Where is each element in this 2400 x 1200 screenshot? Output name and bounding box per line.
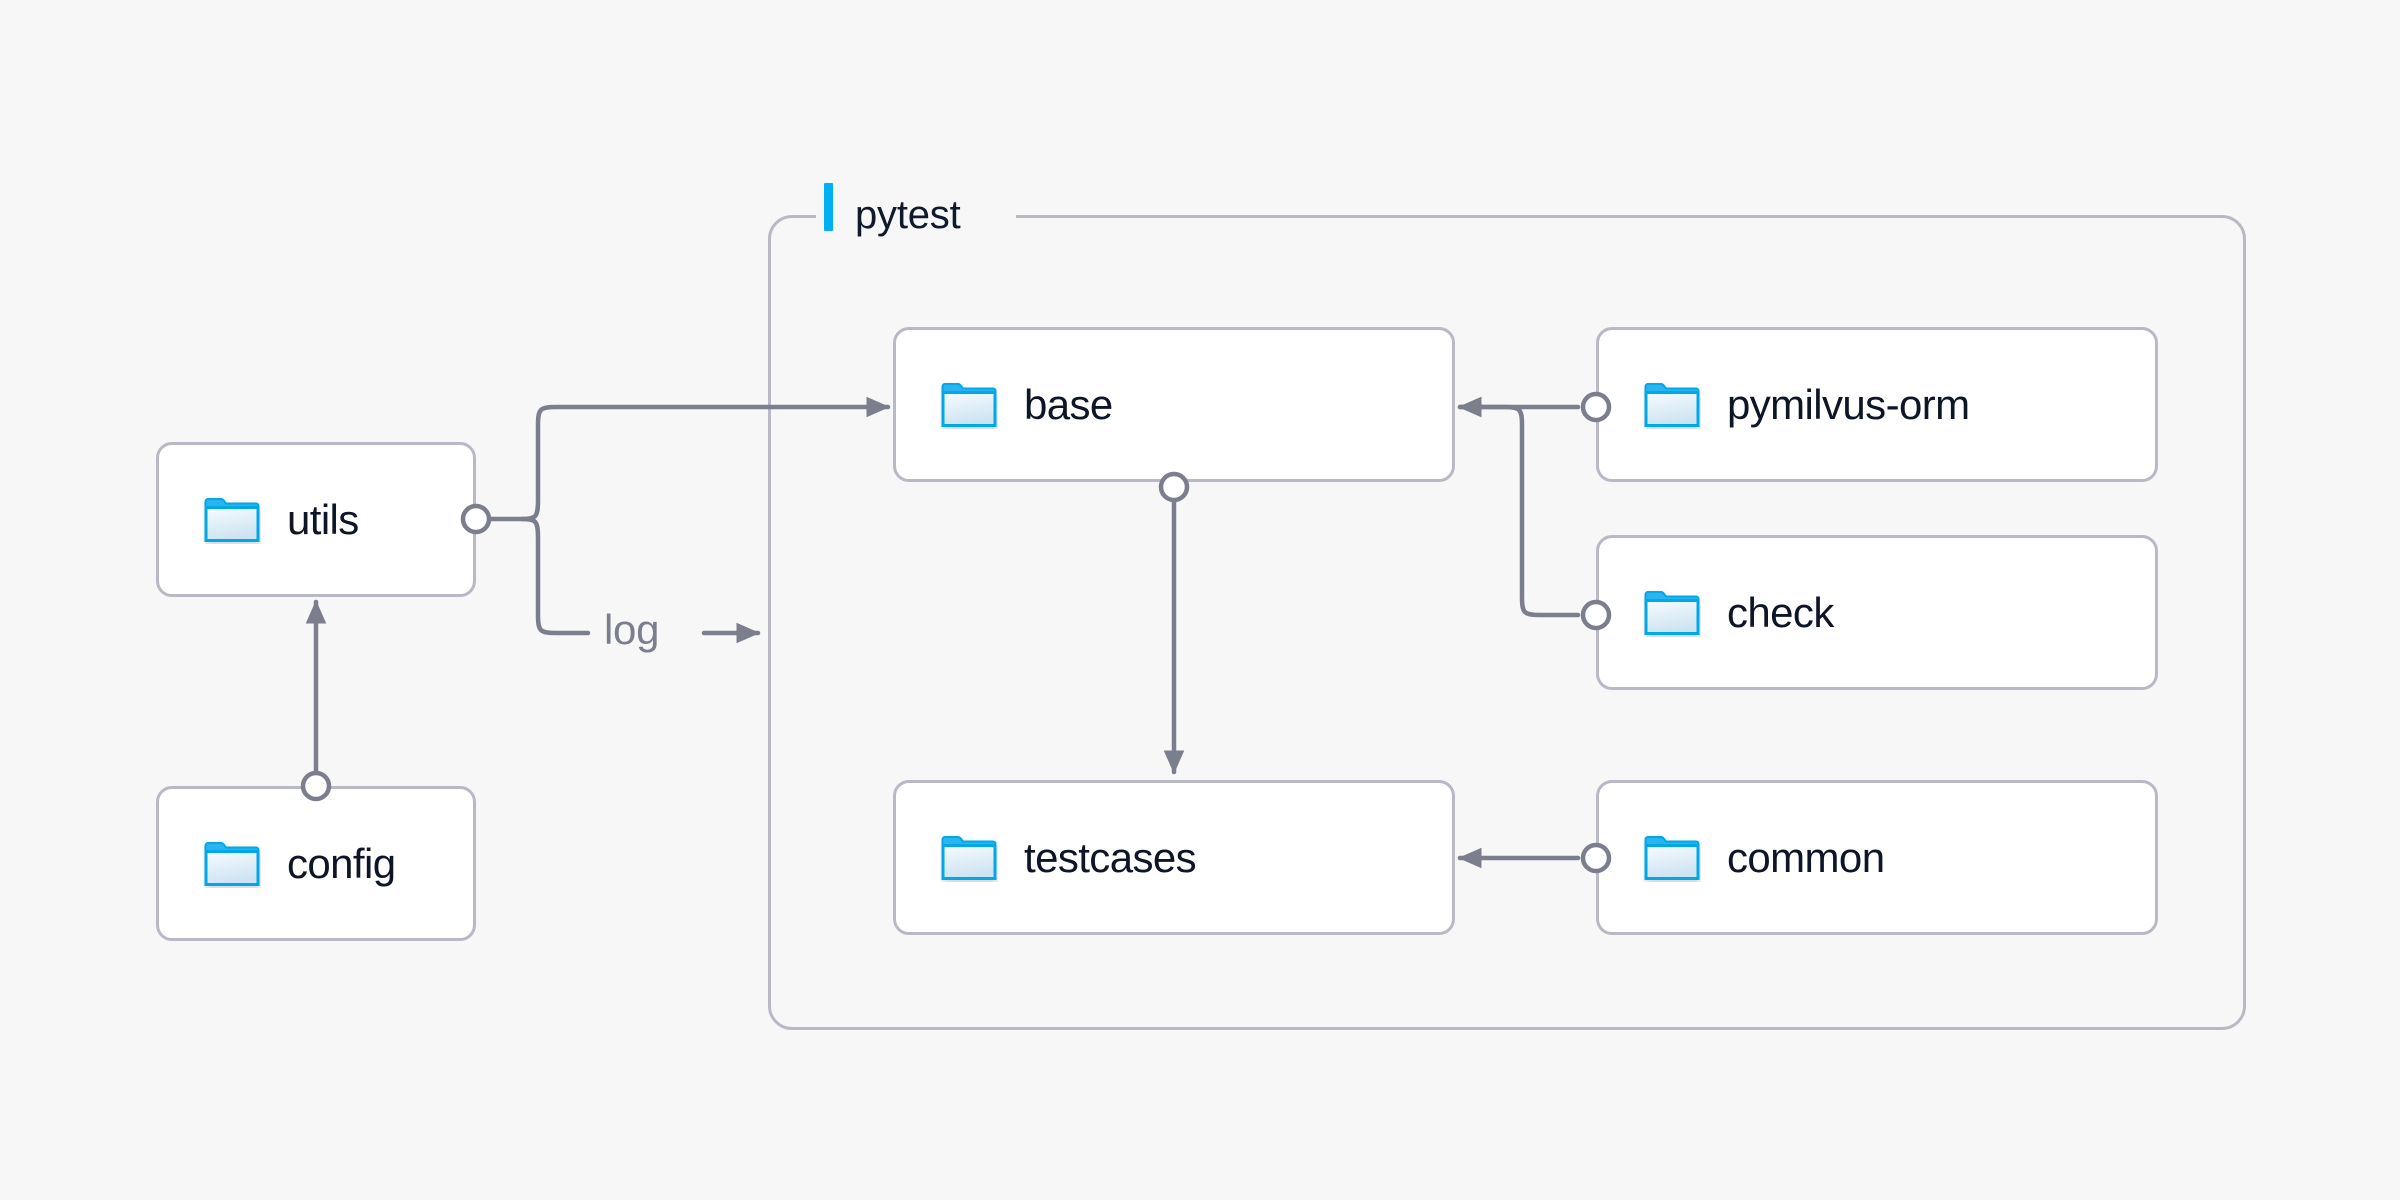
node-common[interactable]: common <box>1596 780 2158 935</box>
edge-utils-to-log-stem <box>519 516 591 636</box>
group-accent-bar <box>824 183 833 231</box>
group-container-pytest[interactable] <box>768 215 2246 1030</box>
node-base[interactable]: base <box>893 327 1455 482</box>
folder-icon <box>1644 382 1700 427</box>
node-label-common: common <box>1727 833 1885 881</box>
folder-icon <box>1644 835 1700 880</box>
node-check[interactable]: check <box>1596 535 2158 690</box>
node-label-utils: utils <box>287 495 359 543</box>
edge-label-log: log <box>604 606 660 653</box>
folder-icon <box>1644 590 1700 635</box>
folder-icon <box>204 841 260 886</box>
folder-icon <box>941 835 997 880</box>
node-label-config: config <box>287 839 396 887</box>
folder-icon <box>204 497 260 542</box>
node-label-pymilvus-orm: pymilvus-orm <box>1727 380 1970 428</box>
node-label-base: base <box>1024 380 1113 428</box>
node-label-check: check <box>1727 588 1834 636</box>
group-label-pytest: pytest <box>855 193 961 237</box>
node-config[interactable]: config <box>156 786 476 941</box>
group-label-background <box>816 198 1016 234</box>
node-utils[interactable]: utils <box>156 442 476 597</box>
folder-icon <box>941 382 997 427</box>
node-testcases[interactable]: testcases <box>893 780 1455 935</box>
node-pymilvus-orm[interactable]: pymilvus-orm <box>1596 327 2158 482</box>
node-label-testcases: testcases <box>1024 833 1197 881</box>
